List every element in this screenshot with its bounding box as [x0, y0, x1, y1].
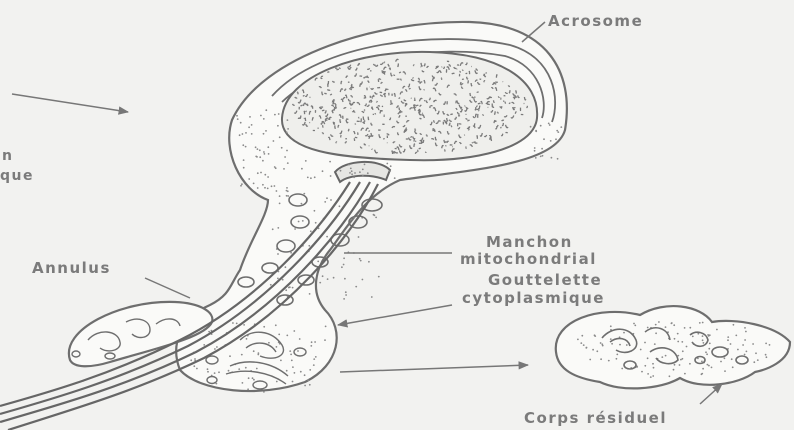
gouttelette-pointer — [338, 305, 452, 325]
arrow-left-top — [12, 94, 128, 112]
label-left-fragment-bottom: que — [0, 168, 34, 184]
label-corps-residuel: Corps résiduel — [524, 409, 667, 427]
label-left-fragment-top: n — [2, 148, 13, 164]
label-annulus: Annulus — [32, 259, 111, 277]
annulus-pointer — [145, 278, 190, 298]
label-manchon-line1: Manchon — [486, 233, 573, 251]
corps-residuel-pointer — [700, 384, 722, 404]
label-gouttelette-line2: cytoplasmique — [462, 289, 605, 307]
label-manchon-line2: mitochondrial — [460, 250, 597, 268]
label-acrosome: Acrosome — [548, 12, 643, 30]
label-gouttelette-line1: Gouttelette — [488, 271, 602, 289]
residual-body-outline — [556, 306, 790, 388]
droplet-to-residual-arrow — [340, 365, 528, 372]
